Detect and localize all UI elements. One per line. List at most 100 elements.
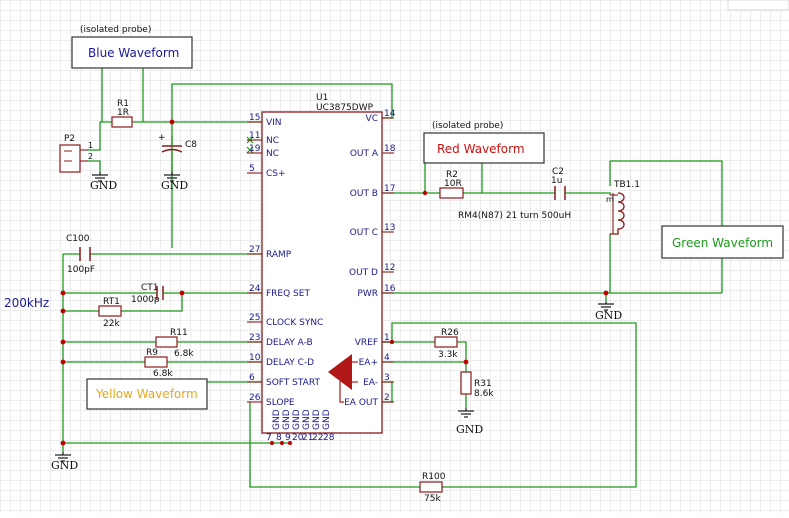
ic-pin-name: RAMP bbox=[266, 250, 292, 260]
gnd-pin-label-2: GND bbox=[282, 409, 292, 430]
blue-probe-label: Blue Waveform bbox=[88, 46, 179, 60]
resistor-r26[interactable]: R26 3.3k bbox=[434, 328, 459, 360]
p2-pin1: 1 bbox=[88, 141, 93, 150]
ground-symbol-c8: GND bbox=[161, 172, 188, 192]
r26-ref: R26 bbox=[441, 328, 459, 338]
ic-pin-number: 15 bbox=[249, 113, 260, 123]
error-amp-triangle bbox=[328, 354, 352, 390]
ic-gnd-pins: GND GND GND GND GND GND 7 8 9 20 21 22 2… bbox=[266, 409, 335, 443]
ct1-ref: CT1 bbox=[141, 283, 159, 293]
gnd-pin-num-6: 22 bbox=[312, 433, 323, 443]
yellow-probe-label: Yellow Waveform bbox=[95, 387, 198, 401]
ic-pin-name: CLOCK SYNC bbox=[266, 318, 323, 328]
c8-polarity: + bbox=[158, 133, 166, 143]
ic-pin-name: VREF bbox=[355, 338, 378, 348]
ic-pin-number: 27 bbox=[249, 245, 260, 255]
ic-pin-name: NC bbox=[266, 149, 279, 159]
c2-ref: C2 bbox=[552, 167, 564, 177]
gnd-label-left: GND bbox=[51, 459, 78, 472]
r9-value: 6.8k bbox=[153, 369, 173, 379]
ic-pin-name: SLOPE bbox=[266, 398, 295, 408]
p2-pin2: 2 bbox=[88, 152, 93, 161]
r11-value: 6.8k bbox=[174, 349, 194, 359]
c8-ref: C8 bbox=[185, 140, 197, 150]
green-probe[interactable]: Green Waveform bbox=[661, 225, 784, 259]
ic-pin-name: EA+ bbox=[359, 358, 378, 368]
ic-ref: U1 bbox=[316, 93, 328, 103]
resistor-rt1[interactable]: RT1 22k bbox=[98, 297, 122, 329]
ic-pin-number: 16 bbox=[384, 284, 396, 294]
gnd-pin-label-5: GND bbox=[312, 409, 322, 430]
ic-pin-number: 10 bbox=[249, 353, 261, 363]
r9-ref: R9 bbox=[146, 348, 158, 358]
green-probe-label: Green Waveform bbox=[672, 236, 773, 250]
red-probe-note: (isolated probe) bbox=[432, 121, 503, 131]
ic-pin-number: 14 bbox=[384, 109, 396, 119]
red-probe[interactable]: (isolated probe) Red Waveform bbox=[423, 121, 545, 164]
resistor-r1[interactable]: R1 1R bbox=[111, 99, 133, 128]
capacitor-c8[interactable]: + C8 bbox=[158, 133, 197, 160]
tb1-ref: TB1.1 bbox=[613, 180, 640, 190]
ic-pin-number: 11 bbox=[249, 131, 260, 141]
ic-pin-number: 23 bbox=[249, 333, 260, 343]
ic-pin-name: OUT D bbox=[349, 268, 378, 278]
r2-ref: R2 bbox=[446, 170, 458, 180]
ic-pin-number: 6 bbox=[249, 373, 255, 383]
resistor-r100[interactable]: R100 75k bbox=[419, 472, 446, 504]
ic-pin-name: EA- bbox=[363, 378, 378, 388]
gnd-pin-label-6: GND bbox=[322, 409, 332, 430]
blue-probe[interactable]: (isolated probe) Blue Waveform bbox=[71, 25, 193, 69]
tb1-dot: m bbox=[606, 195, 614, 204]
gnd-pin-label-3: GND bbox=[292, 409, 302, 430]
ic-pin-name: DELAY C-D bbox=[266, 358, 314, 368]
gnd-pin-num-1: 7 bbox=[266, 433, 272, 443]
ic-pin-number: 5 bbox=[249, 164, 255, 174]
resistor-r31[interactable]: R31 8.6k bbox=[460, 371, 494, 399]
ic-pin-name: SOFT START bbox=[266, 378, 320, 388]
gnd-label-r31: GND bbox=[456, 423, 483, 436]
ic-pin-number: 3 bbox=[384, 373, 390, 383]
ic-pin-name: EA OUT bbox=[344, 398, 378, 408]
ic-pin-name: VC bbox=[366, 114, 378, 124]
ground-symbol-tb1: GND bbox=[595, 302, 622, 322]
ic-pin-number: 25 bbox=[249, 313, 260, 323]
ic-pin-number: 2 bbox=[384, 393, 390, 403]
rt1-ref: RT1 bbox=[103, 297, 120, 307]
ic-pin-number: 4 bbox=[384, 353, 390, 363]
ic-pin-name: FREQ SET bbox=[266, 289, 310, 299]
p2-ref: P2 bbox=[64, 134, 75, 144]
resistor-r2[interactable]: R2 10R bbox=[439, 170, 464, 199]
yellow-probe[interactable]: Yellow Waveform bbox=[86, 378, 208, 410]
capacitor-c100[interactable]: C100 100pF bbox=[66, 234, 95, 275]
r100-ref: R100 bbox=[422, 472, 446, 482]
capacitor-ct1[interactable]: CT1 1000p bbox=[131, 283, 164, 305]
ic-pin-number: 1 bbox=[384, 333, 390, 343]
capacitor-c2[interactable]: C2 1u bbox=[551, 167, 566, 200]
ground-symbol-r31: GND bbox=[456, 408, 483, 436]
r31-ref: R31 bbox=[474, 379, 492, 389]
wires bbox=[62, 68, 723, 488]
r31-value: 8.6k bbox=[474, 389, 494, 399]
connector-p2[interactable]: P2 1 2 bbox=[59, 134, 93, 173]
c100-value: 100pF bbox=[67, 265, 95, 275]
ic-pin-number: 12 bbox=[384, 263, 395, 273]
resistor-r11[interactable]: R11 6.8k bbox=[155, 328, 194, 359]
resistor-r9[interactable]: R9 6.8k bbox=[144, 348, 173, 379]
ic-pin-number: 19 bbox=[249, 144, 261, 154]
ground-symbol-left: GND bbox=[51, 452, 78, 472]
r100-value: 75k bbox=[424, 494, 441, 504]
r2-value: 10R bbox=[444, 179, 462, 189]
frequency-label: 200kHz bbox=[4, 296, 49, 310]
inductor-tb1[interactable]: TB1.1 m RM4(N87) 21 turn 500uH bbox=[458, 180, 640, 235]
ic-pin-name: OUT A bbox=[350, 149, 379, 159]
ic-pin-number: 18 bbox=[384, 144, 396, 154]
ic-pin-number: 13 bbox=[384, 223, 395, 233]
panel-corner bbox=[727, 0, 789, 11]
ic-part: UC3875DWP bbox=[316, 103, 374, 113]
ic-pin-name: NC bbox=[266, 136, 279, 146]
gnd-label-c8: GND bbox=[161, 179, 188, 192]
ic-pin-name: OUT B bbox=[350, 189, 378, 199]
